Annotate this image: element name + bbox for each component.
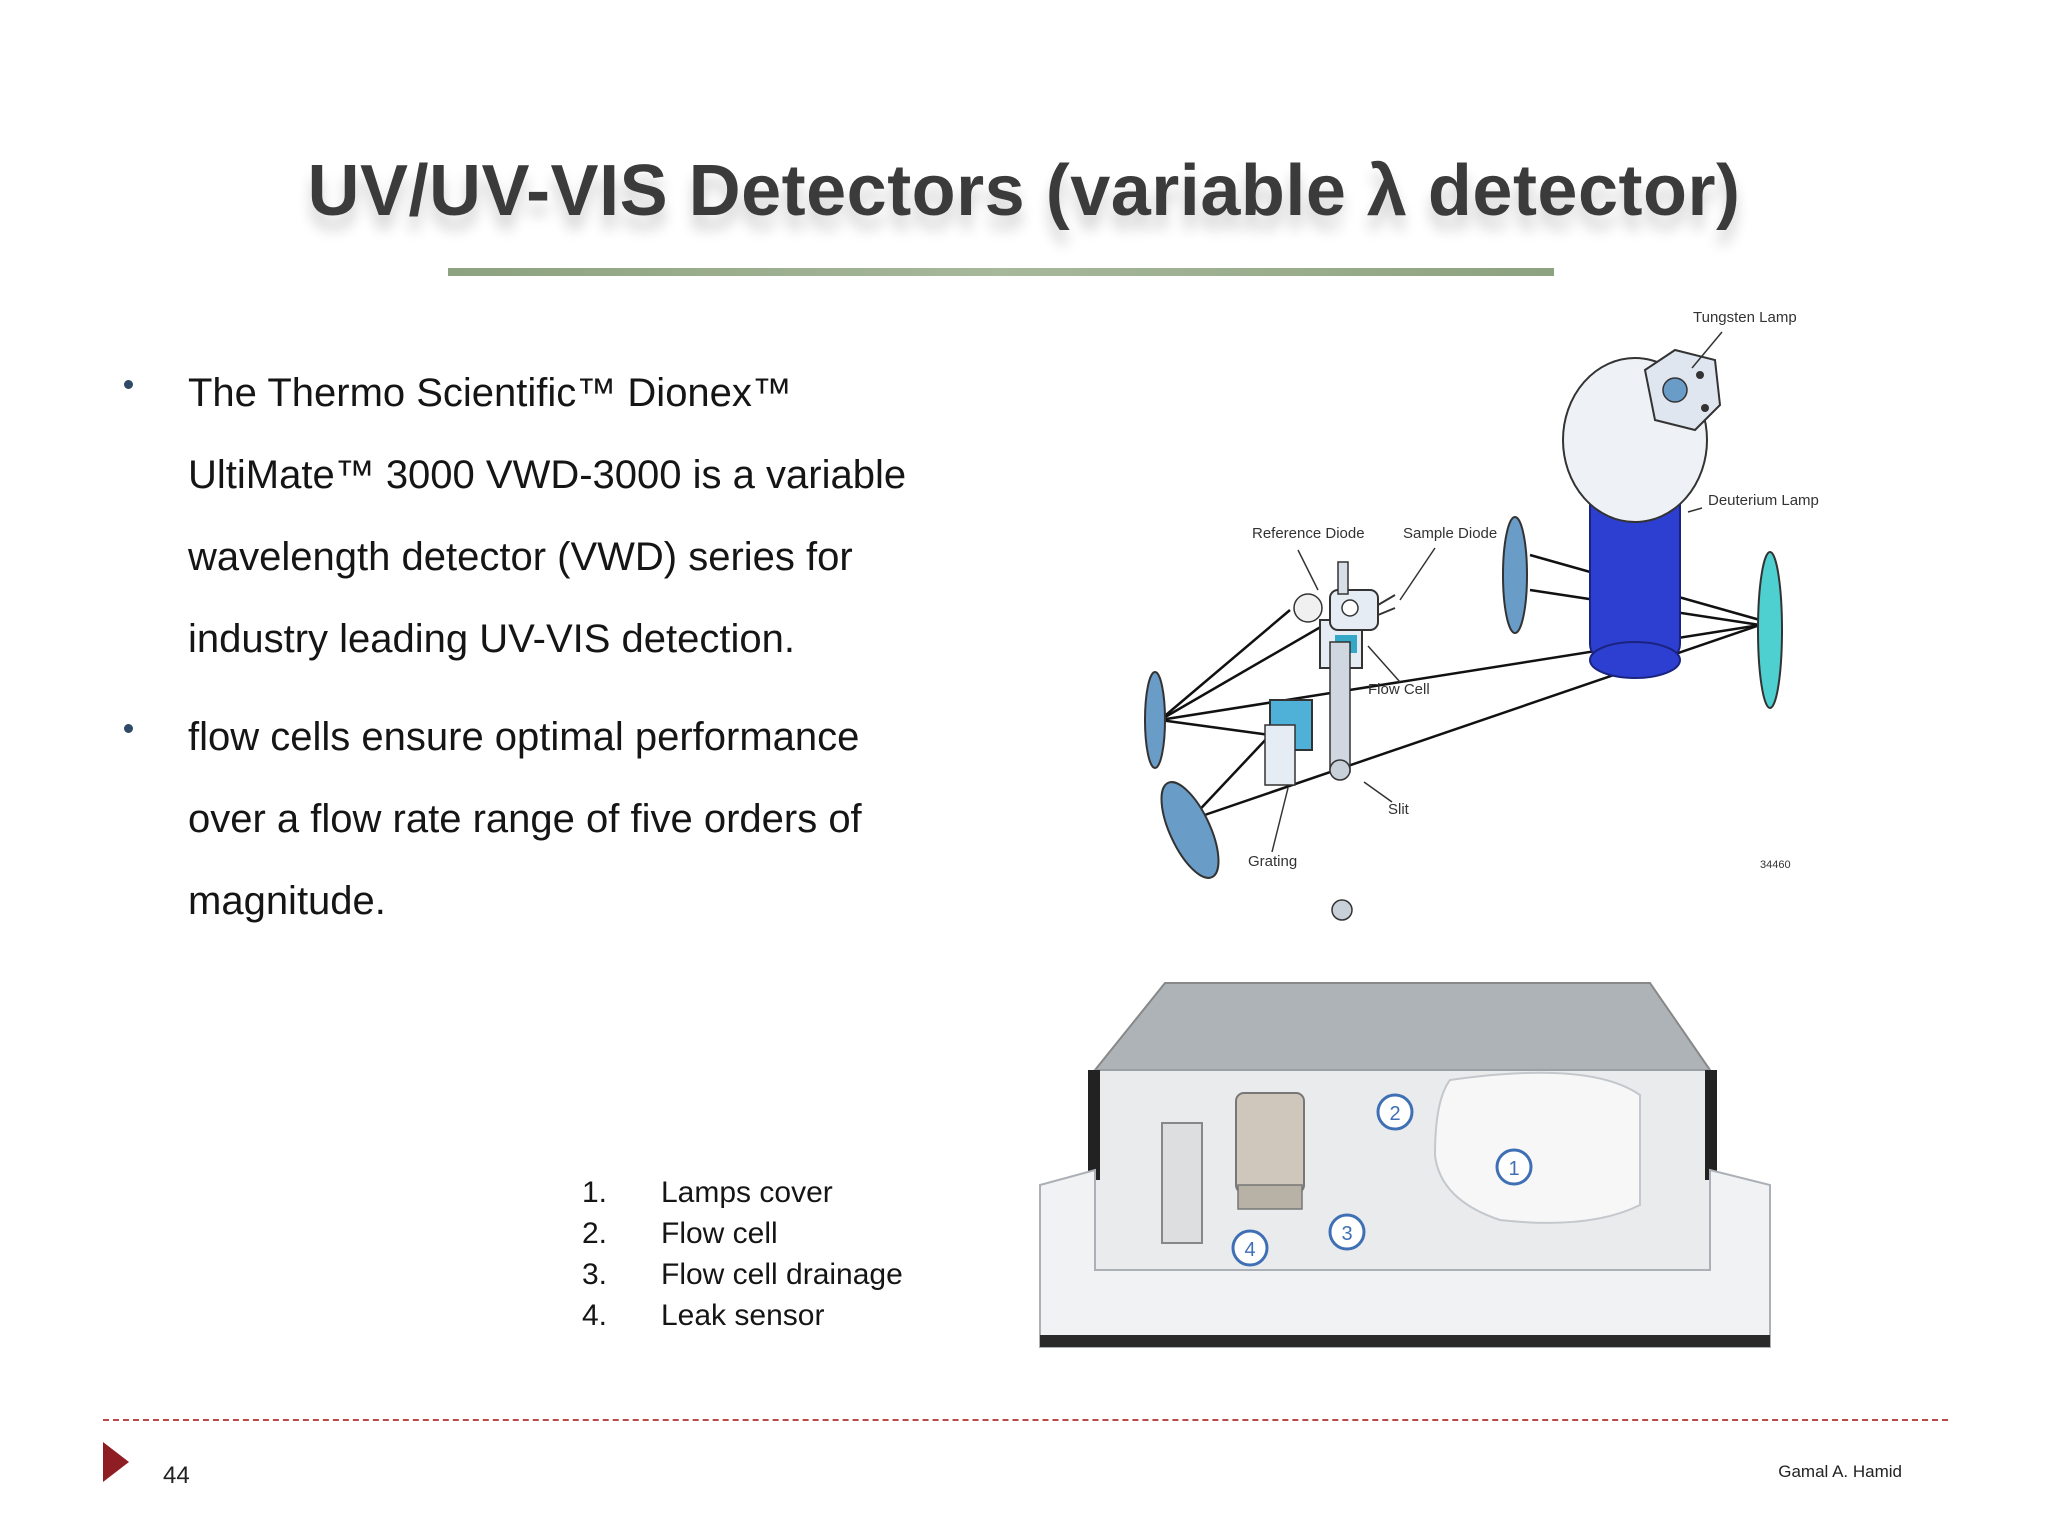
device-top-cover [1092,982,1712,1071]
svg-text:2: 2 [1389,1103,1400,1125]
detector-device-photo: 1 2 3 4 [1039,982,1771,1348]
slide-title: UV/UV-VIS Detectors (variable λ detector… [307,151,1741,231]
lamps-cover-part [1433,1071,1641,1224]
grating-icon [1264,699,1313,786]
bullet-line: flow cells ensure optimal performance [188,715,860,759]
svg-text:3: 3 [1341,1223,1352,1245]
label-slit: Slit [1388,801,1410,818]
legend-number: 4. [582,1299,608,1332]
deuterium-lamp-icon [1562,357,1708,679]
label-reference-diode: Reference Diode [1252,525,1365,542]
light-path [1159,553,1761,822]
legend-item: 3. Flow cell drainage [582,1254,903,1295]
mirror-icon [1144,671,1166,769]
bullet-dot [124,724,133,733]
bullet-item: The Thermo Scientific™ Dionex™ UltiMate™… [118,352,938,680]
legend-number: 1. [582,1176,608,1209]
bullet-item: flow cells ensure optimal performance ov… [118,696,938,942]
label-sample-diode: Sample Diode [1403,525,1497,542]
reference-diode-icon [1293,593,1323,623]
legend-label: Leak sensor [661,1299,825,1332]
callout-badge: 2 [1376,1093,1414,1131]
author-name: Gamal A. Hamid [1778,1462,1902,1481]
callout-badge: 1 [1495,1148,1533,1186]
legend-item: 2. Flow cell [582,1213,903,1254]
legend-number: 3. [582,1258,608,1291]
legend-item: 4. Leak sensor [582,1295,903,1336]
bullet-line: magnitude. [188,879,386,923]
bullet-line: industry leading UV-VIS detection. [188,617,796,661]
footer-arrow-icon [103,1442,129,1482]
leak-sensor-part [1161,1122,1203,1244]
legend-item: 1. Lamps cover [582,1172,903,1213]
label-tungsten-lamp: Tungsten Lamp [1693,309,1797,326]
bullet-text: flow cells ensure optimal performance ov… [188,696,938,942]
bullet-line: over a flow rate range of five orders of [188,797,862,841]
svg-text:1: 1 [1508,1158,1519,1180]
svg-text:4: 4 [1244,1239,1255,1261]
callout-badge: 4 [1231,1229,1269,1267]
bullet-line: The Thermo Scientific™ Dionex™ [188,371,792,415]
flow-cell-icon [1319,619,1363,921]
title-underline [448,268,1554,276]
mirror-icon [1502,516,1528,634]
sample-diode-icon [1329,561,1396,631]
bullet-dot [124,380,133,389]
bullet-text: The Thermo Scientific™ Dionex™ UltiMate™… [188,352,938,680]
label-grating: Grating [1248,853,1297,870]
optical-path-diagram: Tungsten Lamp Deuterium Lamp Reference D… [1144,309,1819,921]
bullet-line: wavelength detector (VWD) series for [188,535,853,579]
callout-badge: 3 [1328,1213,1366,1251]
bullet-line: UltiMate™ 3000 VWD-3000 is a variable [188,453,907,497]
label-flow-cell: Flow Cell [1368,681,1430,698]
mirror-icon [1757,551,1783,709]
tungsten-lamp-icon [1643,348,1722,432]
legend-label: Flow cell [661,1217,778,1250]
label-leaders [1271,331,1723,853]
label-deuterium-lamp: Deuterium Lamp [1708,492,1819,509]
page-number: 44 [163,1462,190,1489]
footer-divider [103,1419,1948,1421]
bullet-list: The Thermo Scientific™ Dionex™ UltiMate™… [118,352,938,958]
flow-cell-part [1235,1092,1305,1194]
mirror-icon [1160,781,1220,879]
device-legend: 1. Lamps cover 2. Flow cell 3. Flow cell… [582,1172,903,1336]
legend-label: Lamps cover [661,1176,833,1209]
label-figure-code: 34460 [1760,859,1791,871]
legend-label: Flow cell drainage [661,1258,903,1291]
legend-number: 2. [582,1217,608,1250]
